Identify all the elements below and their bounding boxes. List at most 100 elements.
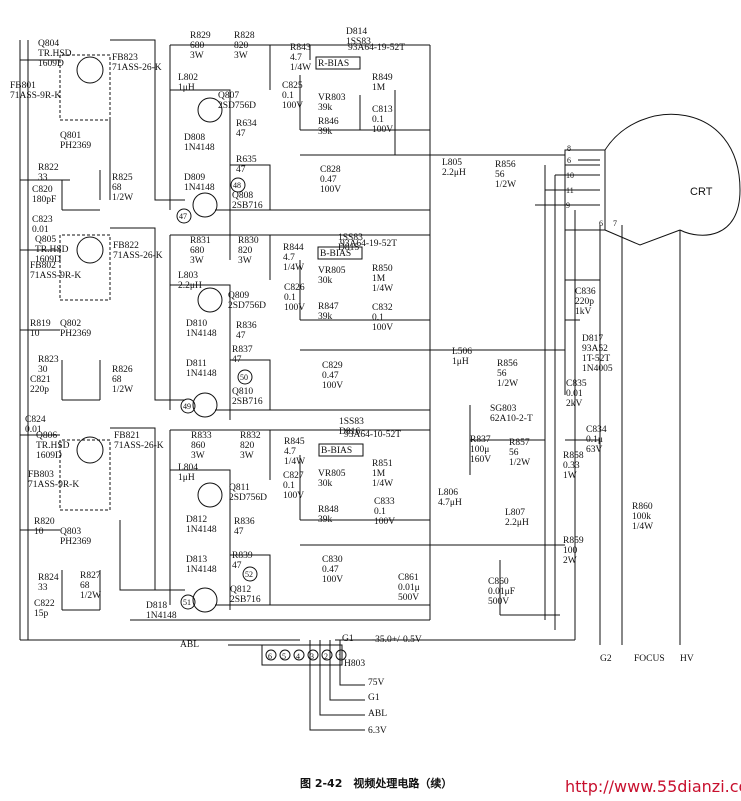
label-fb803: FB803 bbox=[28, 470, 54, 480]
watermark: http://www.55dianzi.com bbox=[565, 777, 741, 796]
label-r851-1: 1M bbox=[372, 469, 386, 479]
label-q807-1: 2SD756D bbox=[218, 101, 256, 111]
label-l803-1: 2.2μH bbox=[178, 281, 202, 291]
crt-pin-4: 9 bbox=[566, 201, 570, 210]
label-r829-1: 680 bbox=[190, 41, 205, 51]
label-r837b-2: 160V bbox=[470, 455, 491, 465]
label-q810-1: 2SB716 bbox=[232, 397, 263, 407]
label-r825-2: 1/2W bbox=[112, 193, 133, 203]
label-r850-1: 1M bbox=[372, 274, 386, 284]
node-circle-node50 bbox=[237, 369, 253, 385]
label-r829-2: 3W bbox=[190, 51, 204, 61]
label-d808-1: 1N4148 bbox=[184, 143, 215, 153]
label-r843: R843 bbox=[290, 43, 311, 53]
label-d817: D817 bbox=[582, 334, 603, 344]
label-d817-1: 93A52 bbox=[582, 344, 608, 354]
label-vr805b: VR805 bbox=[318, 469, 346, 479]
label-r828-1: 820 bbox=[234, 41, 249, 51]
label-fb823: FB823 bbox=[112, 53, 138, 63]
node-number-node48: 48 bbox=[233, 181, 241, 190]
label-c823-1: 0.01 bbox=[32, 225, 49, 235]
node-number-node52: 52 bbox=[245, 570, 253, 579]
label-r851: R851 bbox=[372, 459, 393, 469]
label-fb821-1: 71ASS-26-K bbox=[114, 441, 164, 451]
label-bbias1: B-BIAS bbox=[320, 249, 351, 259]
label-r856a: R856 bbox=[495, 160, 516, 170]
label-l802: L802 bbox=[178, 73, 198, 83]
label-r822-1: 33 bbox=[38, 173, 48, 183]
label-q806-2: 1609D bbox=[36, 451, 62, 461]
label-r832-2: 3W bbox=[240, 451, 254, 461]
label-c829-2: 100V bbox=[322, 381, 343, 391]
component-labels: Q804TR.HSD1609DFB80171ASS-9R-KFB82371ASS… bbox=[10, 27, 694, 736]
label-r858-1: 0.33 bbox=[563, 461, 580, 471]
label-q803: Q803 bbox=[60, 527, 81, 537]
label-l802-1: 1μH bbox=[178, 83, 195, 93]
label-q812: Q812 bbox=[230, 585, 251, 595]
label-c826-2: 100V bbox=[284, 303, 305, 313]
label-r850-2: 1/4W bbox=[372, 284, 393, 294]
box-rbias bbox=[315, 56, 361, 70]
label-r831: R831 bbox=[190, 236, 211, 246]
label-d810-1: 1N4148 bbox=[186, 329, 217, 339]
label-c860-1: 0.01μF bbox=[488, 587, 515, 597]
label-fb801: FB801 bbox=[10, 81, 36, 91]
label-r857-1: 56 bbox=[509, 448, 519, 458]
node-number-node49: 49 bbox=[183, 402, 191, 411]
label-l506-1: 1μH bbox=[452, 357, 469, 367]
label-r635-1: 47 bbox=[236, 165, 246, 175]
label-r846-1: 39k bbox=[318, 127, 333, 137]
label-d818-1: 1N4148 bbox=[146, 611, 177, 621]
label-fb822: FB822 bbox=[113, 241, 139, 251]
label-r833: R833 bbox=[191, 431, 212, 441]
label-l805: L805 bbox=[442, 158, 462, 168]
label-c830-1: 0.47 bbox=[322, 565, 339, 575]
label-c860: C860 bbox=[488, 577, 509, 587]
label-d816pn: 93A64-10-52T bbox=[344, 430, 401, 440]
label-vr803-1: 39k bbox=[318, 103, 333, 113]
label-r856a-2: 1/2W bbox=[495, 180, 516, 190]
node-circle-node51 bbox=[180, 594, 196, 610]
label-volt: -35.0+/-0.5V bbox=[372, 635, 422, 645]
label-c813-2: 100V bbox=[372, 125, 393, 135]
crt-pin-2: 10 bbox=[566, 171, 574, 180]
label-c836: C836 bbox=[575, 287, 596, 297]
label-c861: C861 bbox=[398, 573, 419, 583]
label-d816-1: D816 bbox=[339, 427, 360, 437]
label-r836b: R836 bbox=[234, 517, 255, 527]
box-bbias2 bbox=[318, 443, 364, 457]
label-r824: R824 bbox=[38, 573, 59, 583]
label-l804-1: 1μH bbox=[178, 473, 195, 483]
label-d816: 1SS83 bbox=[339, 417, 364, 427]
label-c834: C834 bbox=[586, 425, 607, 435]
label-r851-2: 1/4W bbox=[372, 479, 393, 489]
label-r850: R850 bbox=[372, 264, 393, 274]
crt-pin-6: 7 bbox=[613, 219, 617, 228]
label-r819: R819 bbox=[30, 319, 51, 329]
figure-caption: 图 2-42 视频处理电路（续） bbox=[300, 776, 452, 790]
label-c832: C832 bbox=[372, 303, 393, 313]
connector-pin-3: 3 bbox=[310, 652, 314, 661]
label-d817-2: 1T-52T bbox=[582, 354, 610, 364]
label-d814pn: 93A64-19-52T bbox=[348, 43, 405, 53]
label-q802-1: PH2369 bbox=[60, 329, 91, 339]
label-g1_top: G1 bbox=[342, 634, 354, 644]
label-r837b: R837 bbox=[470, 435, 491, 445]
label-d811-1: 1N4148 bbox=[186, 369, 217, 379]
label-r824-1: 33 bbox=[38, 583, 48, 593]
label-r859-1: 100 bbox=[563, 546, 578, 556]
label-c824: C824 bbox=[25, 415, 46, 425]
label-c824-1: 0.01 bbox=[25, 425, 42, 435]
transistor-symbols bbox=[76, 56, 223, 613]
label-c828-2: 100V bbox=[320, 185, 341, 195]
label-fb821: FB821 bbox=[114, 431, 140, 441]
label-r831-1: 680 bbox=[190, 246, 205, 256]
label-hv: HV bbox=[680, 654, 694, 664]
label-d815pn: 93A64-19-52T bbox=[340, 239, 397, 249]
label-vr805a: VR805 bbox=[318, 266, 346, 276]
label-d812: D812 bbox=[186, 515, 207, 525]
node-circle-node52 bbox=[242, 566, 258, 582]
label-r856b: R856 bbox=[497, 359, 518, 369]
label-c825-2: 100V bbox=[282, 101, 303, 111]
label-l803: L803 bbox=[178, 271, 198, 281]
